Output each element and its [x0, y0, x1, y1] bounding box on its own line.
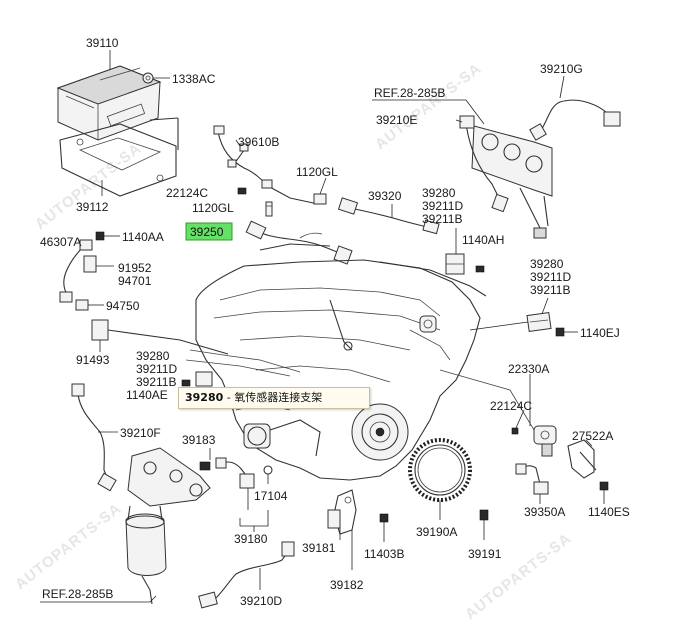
part-label-39350a[interactable]: 39350A — [524, 505, 565, 519]
bolt-part[interactable] — [313, 193, 327, 205]
crankshaft-sensor-part[interactable] — [327, 489, 357, 535]
harness-bracket-part[interactable] — [91, 319, 229, 355]
sensor-bracket-part[interactable] — [181, 371, 213, 387]
part-label-39211b[interactable]: 39211B — [530, 283, 570, 297]
part-label-39210f[interactable]: 39210F — [120, 426, 161, 440]
reference-label-bottom[interactable]: REF.28-285B — [42, 587, 113, 601]
camshaft-sensor-part[interactable] — [533, 425, 557, 457]
engine-block-part[interactable] — [195, 243, 487, 481]
part-label-11403b[interactable]: 11403B — [364, 547, 404, 561]
watermark-text: AUTOPARTS-SA — [12, 500, 125, 593]
bolt-part[interactable] — [599, 481, 609, 491]
exhaust-manifold-part[interactable] — [127, 447, 211, 507]
highlighted-part-39250[interactable]: 39250 — [185, 222, 233, 241]
part-label-22124c[interactable]: 22124C — [166, 186, 208, 200]
oxygen-sensor-part[interactable] — [245, 220, 353, 265]
oxygen-sensor-part[interactable] — [71, 383, 117, 492]
part-label-39183[interactable]: 39183 — [182, 433, 216, 447]
part-label-39280[interactable]: 39280 — [136, 349, 170, 363]
gasket-part[interactable] — [263, 465, 273, 475]
highlight-box — [185, 222, 233, 241]
part-label-22330a[interactable]: 22330A — [508, 362, 549, 376]
bolt-part[interactable] — [265, 201, 273, 217]
part-label-1120gl[interactable]: 1120GL — [296, 165, 338, 179]
part-label-39210d[interactable]: 39210D — [240, 594, 282, 608]
bolt-part[interactable] — [479, 509, 489, 521]
part-label-1140es[interactable]: 1140ES — [588, 505, 630, 519]
oxygen-sensor-part[interactable] — [198, 541, 295, 609]
part-label-39110[interactable]: 39110 — [86, 36, 119, 50]
ecu-module-part[interactable] — [56, 65, 162, 141]
sensor-bracket-part[interactable] — [445, 253, 485, 275]
speed-sensor-part[interactable] — [59, 239, 97, 303]
oxygen-sensor-part[interactable] — [529, 99, 621, 141]
part-label-1140aa[interactable]: 1140AA — [122, 230, 164, 244]
part-label-46307a[interactable]: 46307A — [40, 235, 81, 249]
bolt-part[interactable] — [379, 513, 389, 523]
part-label-39610b[interactable]: 39610B — [238, 135, 279, 149]
bolt-part[interactable] — [75, 299, 89, 311]
clip-part[interactable] — [511, 427, 519, 435]
part-label-39181[interactable]: 39181 — [302, 541, 336, 555]
oxygen-sensor-part[interactable] — [337, 197, 440, 235]
part-label-39211d[interactable]: 39211D — [530, 270, 571, 284]
catalytic-converter-part[interactable] — [125, 505, 167, 605]
bolt-part[interactable] — [95, 231, 105, 241]
part-label-17104[interactable]: 17104 — [254, 489, 288, 503]
part-label-39210g[interactable]: 39210G — [540, 62, 583, 76]
part-label-39211d[interactable]: 39211D — [422, 199, 463, 213]
part-label-39250[interactable]: 39250 — [190, 225, 224, 239]
part-label-91952[interactable]: 91952 — [118, 261, 152, 275]
part-label-94750[interactable]: 94750 — [106, 299, 140, 313]
part-label-1120gl[interactable]: 1120GL — [192, 201, 234, 215]
sensor-bracket-part[interactable] — [567, 439, 597, 479]
part-label-39180[interactable]: 39180 — [234, 532, 268, 546]
watermark-text: AUTOPARTS-SA — [372, 60, 485, 153]
part-label-39191[interactable]: 39191 — [468, 547, 502, 561]
oxygen-sensor-part[interactable] — [459, 115, 509, 213]
part-label-91493[interactable]: 91493 — [76, 353, 110, 367]
part-label-27522a[interactable]: 27522A — [572, 429, 613, 443]
part-label-39210e[interactable]: 39210E — [376, 113, 417, 127]
part-label-39320[interactable]: 39320 — [368, 189, 402, 203]
part-label-39182[interactable]: 39182 — [330, 578, 364, 592]
part-label-1140ej[interactable]: 1140EJ — [580, 326, 620, 340]
crankshaft-target-wheel-part[interactable] — [408, 438, 472, 502]
part-label-39112[interactable]: 39112 — [76, 200, 109, 214]
part-label-39211b[interactable]: 39211B — [136, 375, 176, 389]
part-label-39211b[interactable]: 39211B — [422, 212, 462, 226]
wiring-harness-part[interactable] — [213, 125, 319, 205]
ecu-bracket-part[interactable] — [59, 117, 179, 197]
temperature-sensor-part[interactable] — [215, 457, 255, 489]
part-label-94701[interactable]: 94701 — [118, 274, 152, 288]
nut-part[interactable] — [142, 72, 154, 84]
knock-sensor-part[interactable] — [515, 463, 549, 495]
tooltip-description: 氧传感器连接支架 — [234, 391, 323, 404]
part-label-39280[interactable]: 39280 — [422, 186, 456, 200]
reference-label-top[interactable]: REF.28-285B — [374, 86, 445, 100]
clip-part[interactable] — [237, 187, 247, 195]
exhaust-manifold-part[interactable] — [471, 125, 553, 239]
part-label-39190a[interactable]: 39190A — [416, 525, 457, 539]
watermark-text: AUTOPARTS-SA — [462, 530, 575, 623]
part-label-39211d[interactable]: 39211D — [136, 362, 177, 376]
sensor-bracket-part[interactable] — [526, 311, 565, 337]
bolt-part[interactable] — [199, 461, 211, 471]
part-label-39280[interactable]: 39280 — [530, 257, 564, 271]
part-tooltip: 39280 - 氧传感器连接支架 — [178, 387, 370, 409]
part-label-1338ac[interactable]: 1338AC — [172, 72, 216, 86]
tooltip-separator: - — [223, 391, 235, 404]
part-label-22124c[interactable]: 22124C — [490, 399, 532, 413]
part-label-1140ae[interactable]: 1140AE — [126, 388, 168, 402]
part-label-1140ah[interactable]: 1140AH — [462, 233, 504, 247]
tooltip-part-code: 39280 — [185, 391, 224, 404]
